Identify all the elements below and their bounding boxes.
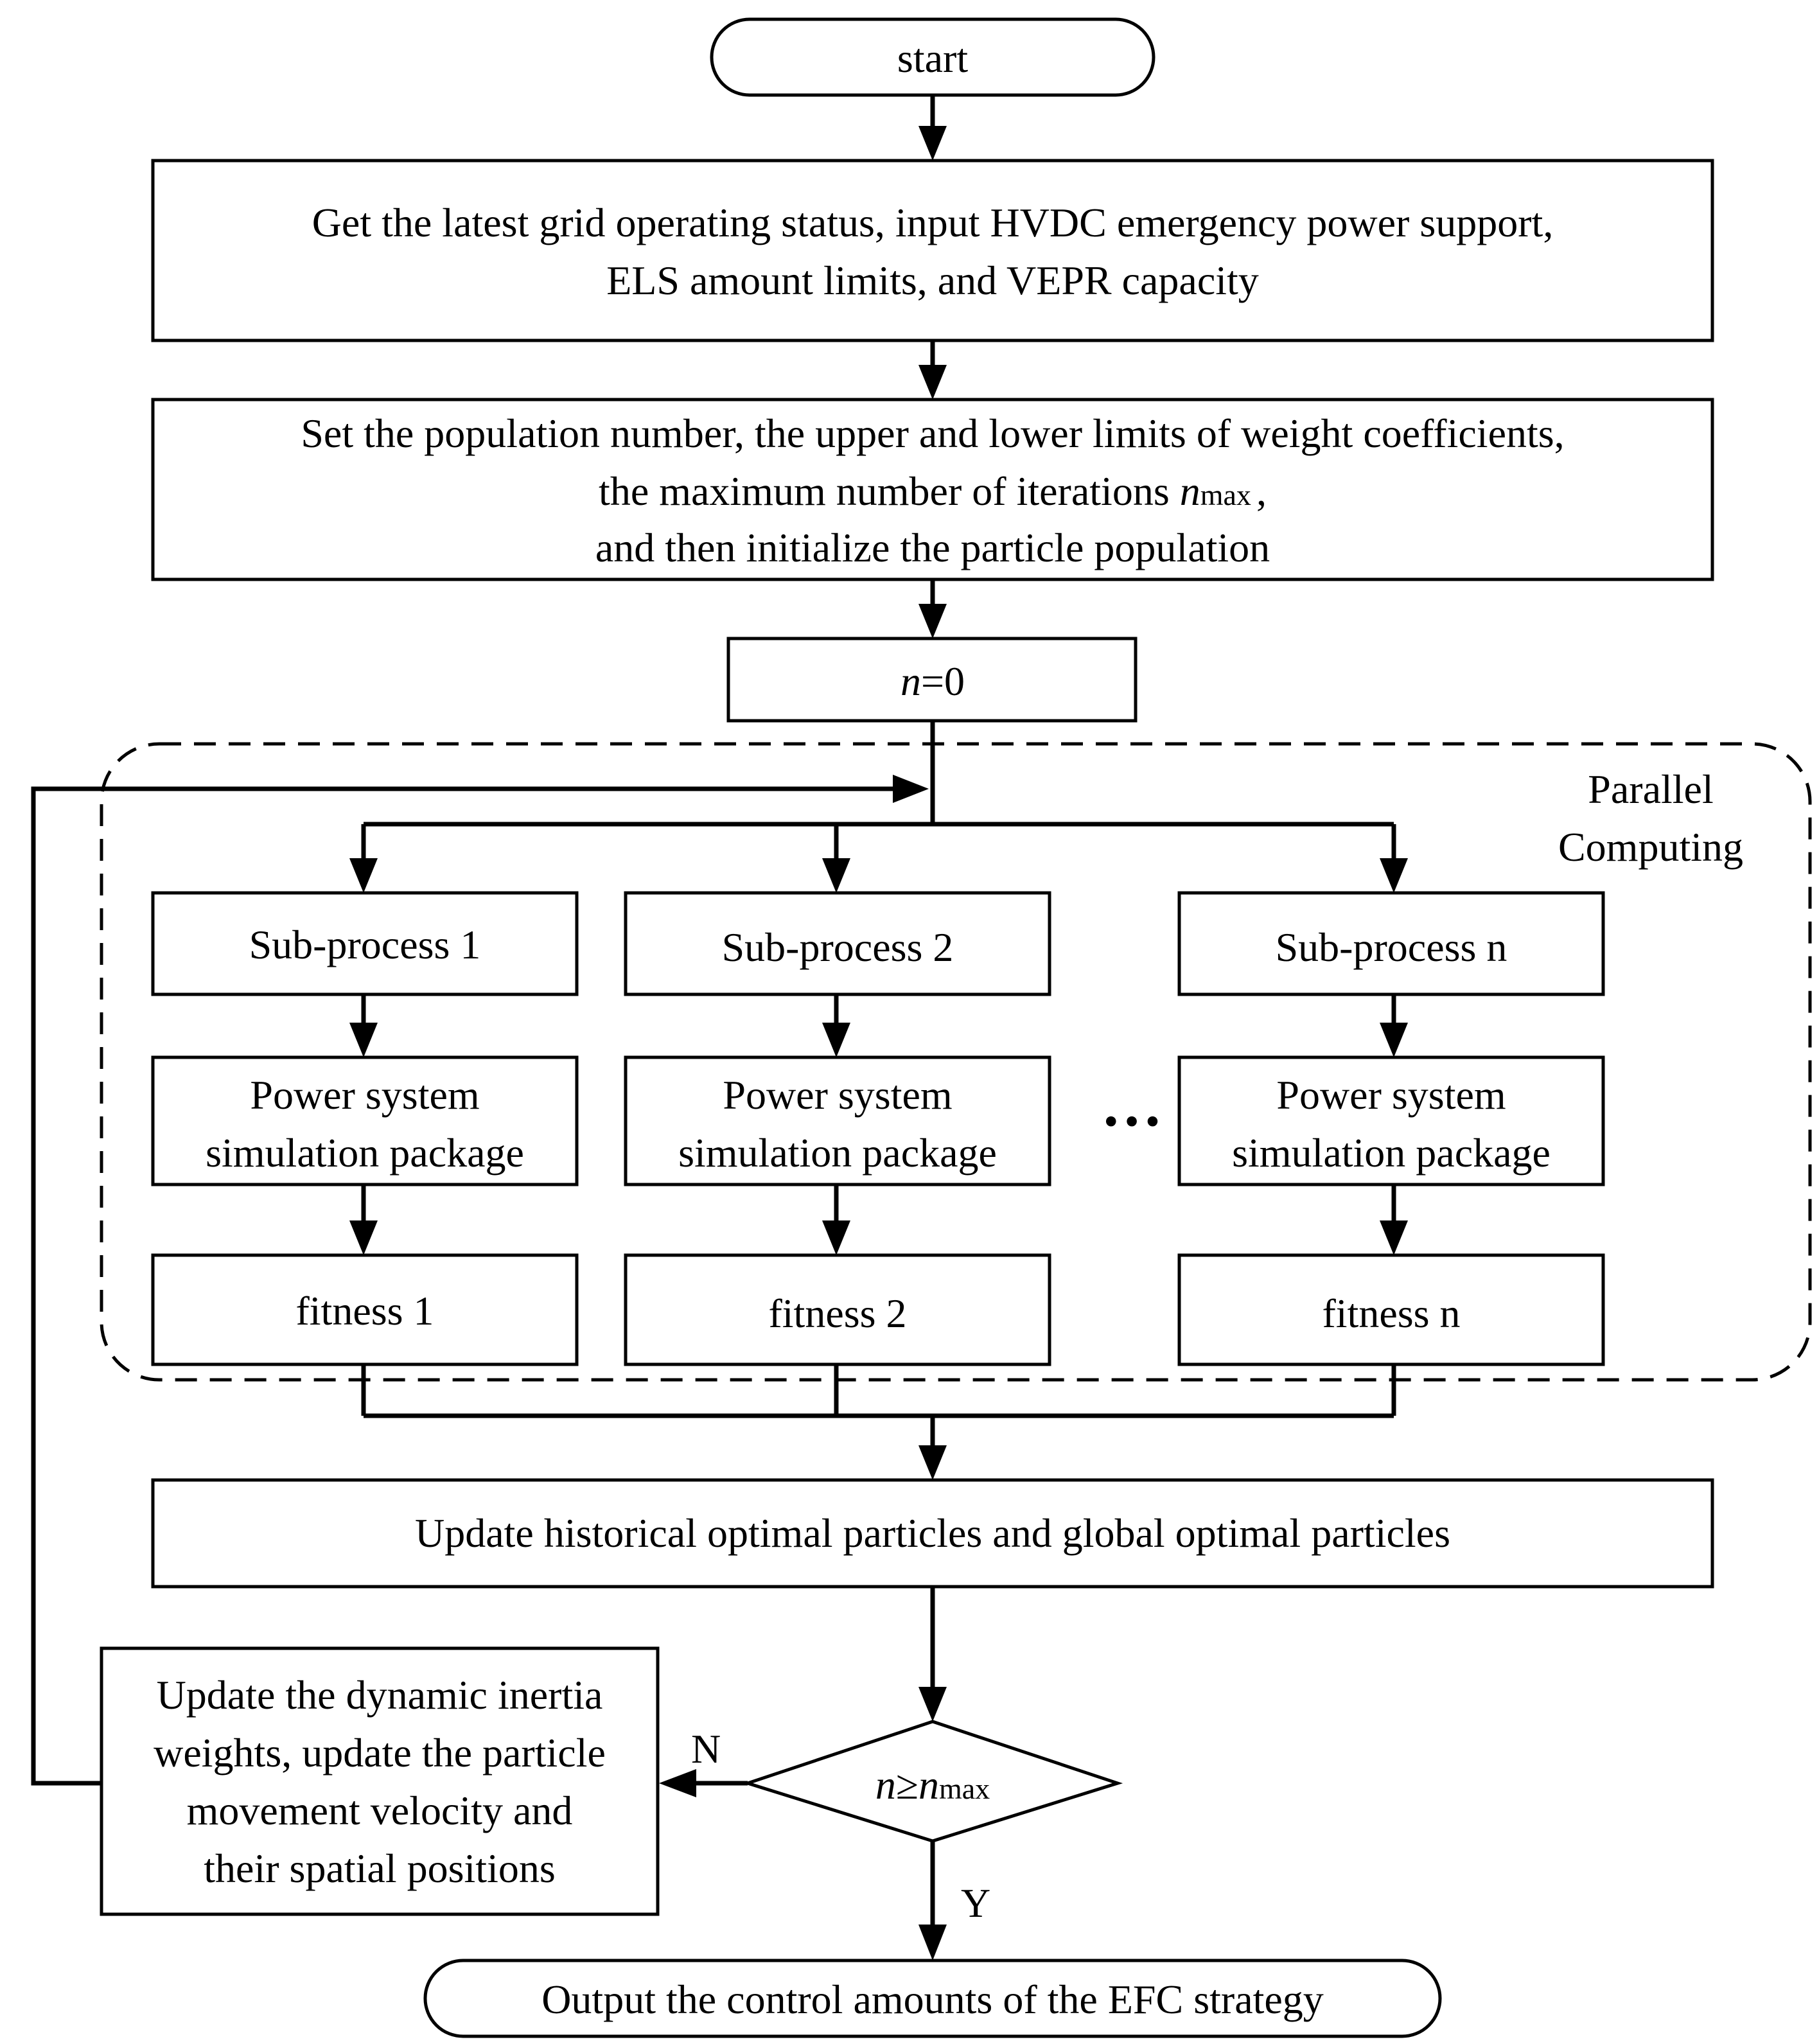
fitness-box-2: fitness 2 (624, 1253, 1051, 1366)
iteration-check-diamond: n≥nmax (742, 1720, 1123, 1843)
arrowheads (349, 126, 1408, 1960)
ellipsis-more-subprocesses: … (1101, 1070, 1163, 1139)
start-label: start (897, 35, 968, 81)
fitness-label-2: fitness 2 (768, 1291, 906, 1336)
update-inertia-weights-box: Update the dynamic inertia weights, upda… (100, 1646, 660, 1916)
parallel-computing-label-line2: Computing (1558, 824, 1743, 870)
subprocess-box-n: Sub-process n (1177, 891, 1605, 996)
start-terminator: start (710, 17, 1156, 97)
iteration-check-label: n≥nmax (875, 1762, 990, 1808)
simulation-package-box-n: Power system simulation package (1177, 1055, 1605, 1186)
fitness-box-1: fitness 1 (151, 1253, 579, 1366)
branch-no-label: N (691, 1726, 721, 1772)
update-inertia-line1: Update the dynamic inertia (157, 1672, 603, 1718)
simulation-package-line1-1: Power system (250, 1072, 479, 1118)
get-grid-status-box: Get the latest grid operating status, in… (151, 159, 1714, 342)
parallel-computing-region (100, 742, 1812, 1382)
connectors (31, 95, 1396, 1927)
simulation-package-line1-n: Power system (1276, 1072, 1506, 1118)
end-label: Output the control amounts of the EFC st… (541, 1977, 1324, 2022)
simulation-package-box-1: Power system simulation package (151, 1055, 579, 1186)
update-inertia-line3: movement velocity and (187, 1788, 573, 1833)
simulation-package-line1-2: Power system (723, 1072, 952, 1118)
init-counter-label: n=0 (901, 658, 965, 704)
subprocess-box-2: Sub-process 2 (624, 891, 1051, 996)
set-parameters-line1: Set the population number, the upper and… (301, 410, 1564, 456)
update-inertia-line4: their spatial positions (204, 1846, 556, 1891)
simulation-package-line2-1: simulation package (206, 1130, 524, 1176)
fitness-label-1: fitness 1 (295, 1288, 434, 1334)
set-parameters-box: Set the population number, the upper and… (151, 398, 1714, 581)
get-grid-status-line2: ELS amount limits, and VEPR capacity (606, 258, 1259, 303)
branch-yes-label: Y (961, 1880, 990, 1926)
init-counter-box: n=0 (726, 637, 1138, 723)
set-parameters-line3: and then initialize the particle populat… (595, 525, 1270, 570)
parallel-computing-label: Parallel (1588, 766, 1713, 812)
subprocess-label-2: Sub-process 2 (722, 924, 954, 970)
update-inertia-line2: weights, update the particle (154, 1730, 606, 1775)
update-optimal-particles-box: Update historical optimal particles and … (151, 1478, 1714, 1589)
simulation-package-line2-2: simulation package (678, 1130, 997, 1176)
simulation-package-box-2: Power system simulation package (624, 1055, 1051, 1186)
fitness-box-n: fitness n (1177, 1253, 1605, 1366)
subprocess-label-n: Sub-process n (1276, 924, 1507, 970)
update-optimal-particles-label: Update historical optimal particles and … (415, 1510, 1450, 1556)
end-terminator: Output the control amounts of the EFC st… (423, 1959, 1442, 2038)
get-grid-status-line1: Get the latest grid operating status, in… (312, 200, 1554, 245)
subprocess-label-1: Sub-process 1 (249, 922, 481, 967)
subprocess-box-1: Sub-process 1 (151, 891, 579, 996)
simulation-package-line2-n: simulation package (1232, 1130, 1551, 1176)
fitness-label-n: fitness n (1322, 1291, 1460, 1336)
